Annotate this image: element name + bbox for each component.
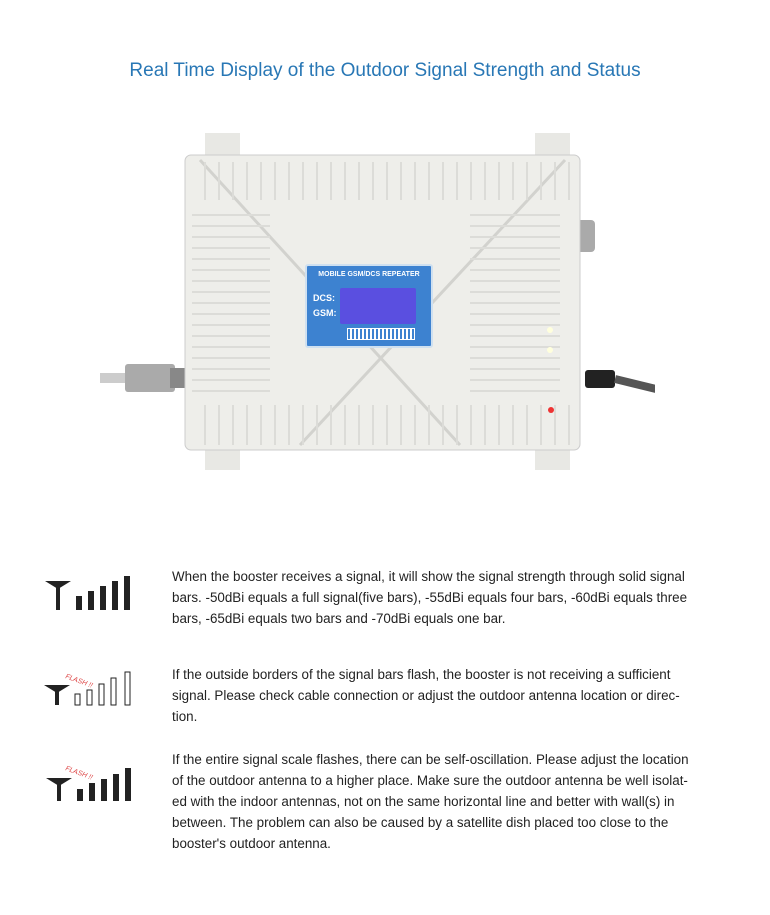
lcd-display: MOBILE GSM/DCS REPEATER DCS: GSM: xyxy=(305,264,433,348)
text-line: signal. Please check cable connection or… xyxy=(172,688,680,703)
text-line: bars. -50dBi equals a full signal(five b… xyxy=(172,590,688,605)
barcode-display xyxy=(347,328,415,340)
gsm-label: GSM: xyxy=(313,308,337,318)
page-title: Real Time Display of the Outdoor Signal … xyxy=(129,60,641,81)
text-line: tion. xyxy=(172,709,198,724)
text-line: bars, -65dBi equals two bars and -70dBi … xyxy=(172,611,506,626)
text-line: between. The problem can also be caused … xyxy=(172,815,669,830)
solid-signal-bars-icon xyxy=(45,576,130,610)
text-line: of the outdoor antenna to a higher place… xyxy=(172,773,688,788)
dcs-label: DCS: xyxy=(313,293,335,303)
text-line: If the outside borders of the signal bar… xyxy=(172,667,671,682)
text-line: If the entire signal scale flashes, ther… xyxy=(172,752,689,767)
text-line: booster's outdoor antenna. xyxy=(172,836,331,851)
text-line: When the booster receives a signal, it w… xyxy=(172,569,685,584)
flashing-outline-bars-icon: FLASH !! xyxy=(44,671,131,706)
description-full-flash: If the entire signal scale flashes, ther… xyxy=(172,749,770,854)
text-line: ed with the indoor antennas, not on the … xyxy=(172,794,675,809)
description-solid-bars: When the booster receives a signal, it w… xyxy=(172,566,770,629)
flashing-solid-bars-icon: FLASH !! xyxy=(46,765,131,801)
lcd-title: MOBILE GSM/DCS REPEATER xyxy=(318,271,420,278)
description-outline-flash: If the outside borders of the signal bar… xyxy=(172,664,770,727)
flash-label: FLASH !! xyxy=(64,673,93,689)
signal-bars-display xyxy=(340,288,416,324)
